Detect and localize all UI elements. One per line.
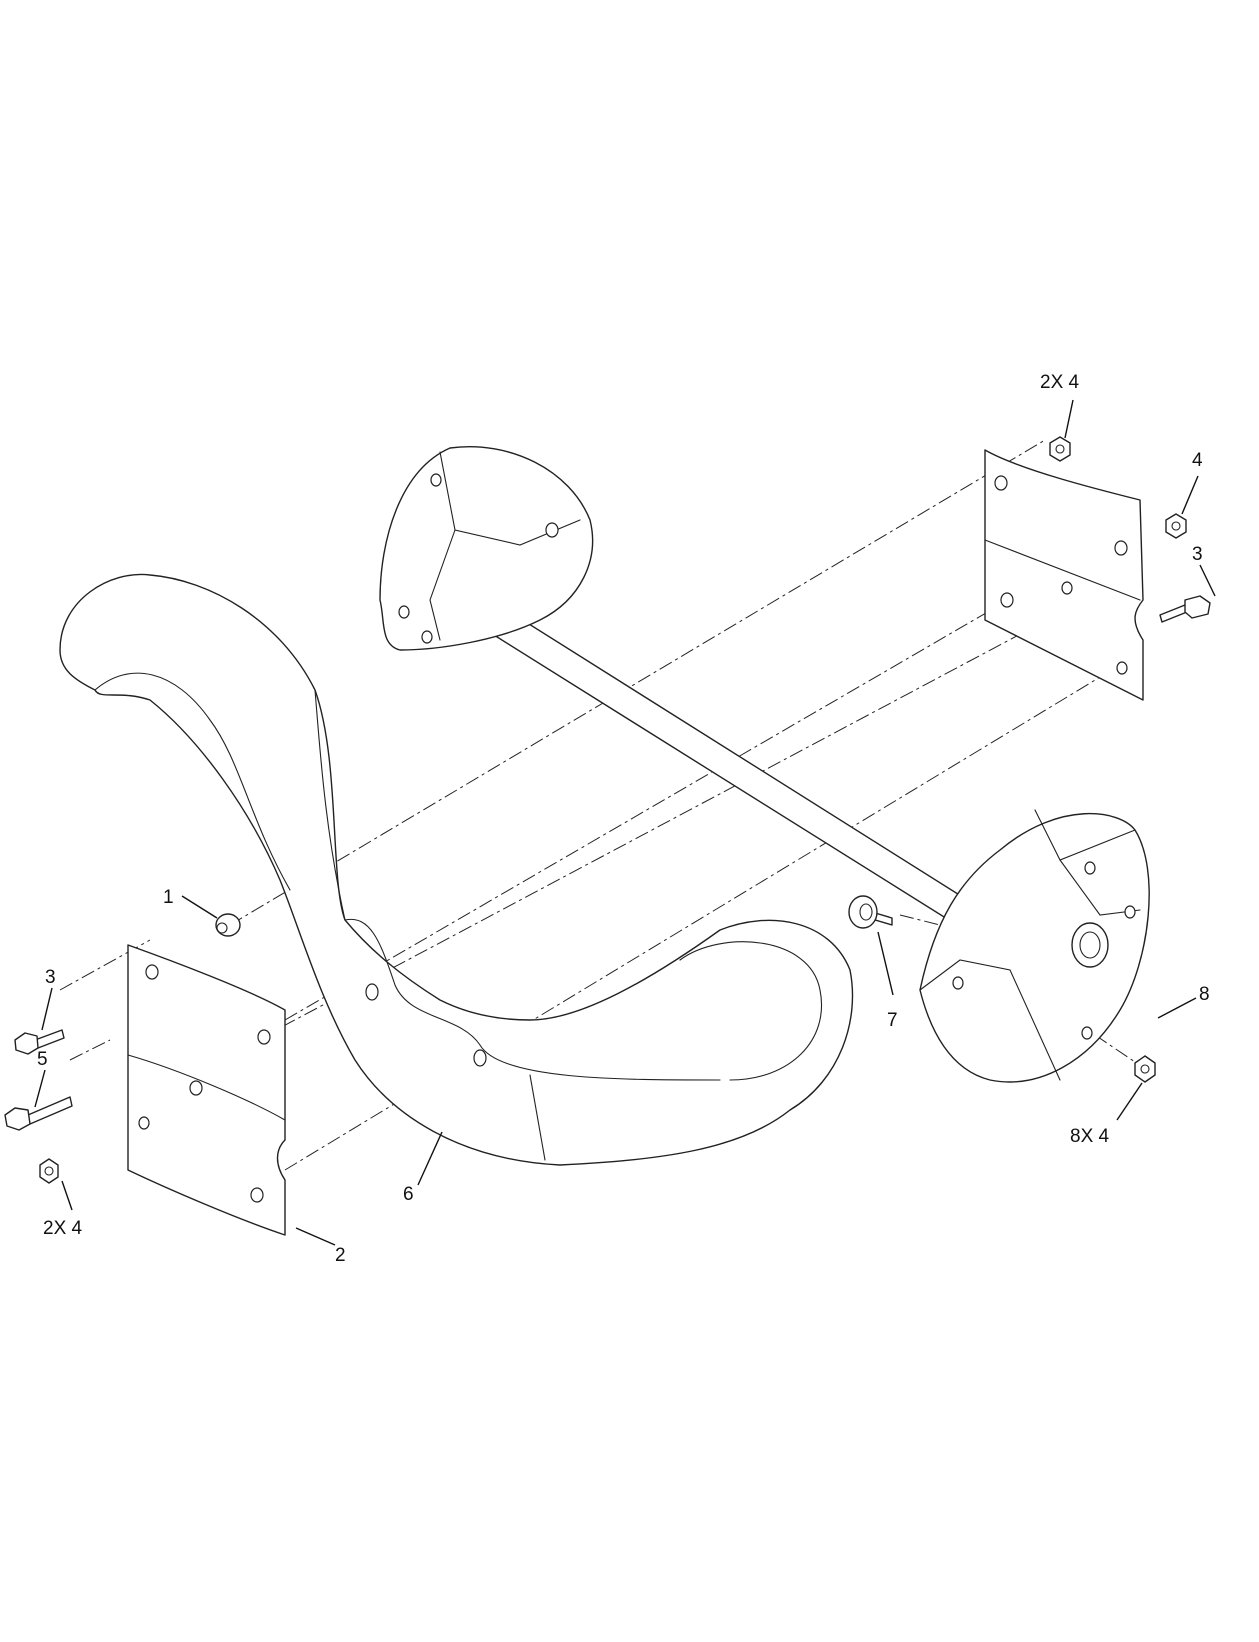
callout-6: 6 xyxy=(403,1184,414,1205)
callout-8x4: 8X 4 xyxy=(1070,1126,1110,1147)
callout-2x4-top: 2X 4 xyxy=(1040,372,1080,393)
bolt-left-part-3 xyxy=(14,1029,65,1055)
callout-3-left: 3 xyxy=(45,967,56,988)
bolt-left-part-5 xyxy=(4,1096,73,1131)
hex-nut-top-left xyxy=(1049,436,1071,462)
hex-nut-top-right xyxy=(1165,513,1187,539)
callout-8: 8 xyxy=(1199,984,1210,1005)
leader-lines xyxy=(34,399,1216,1246)
callout-1: 1 xyxy=(163,887,174,908)
callout-2: 2 xyxy=(335,1245,346,1266)
auger-plate-part-8 xyxy=(919,809,1150,1083)
right-side-plate xyxy=(984,449,1144,701)
callout-3-right: 3 xyxy=(1192,544,1203,565)
bolt-right xyxy=(1159,595,1211,623)
hex-nut-bottom-left xyxy=(39,1158,59,1184)
bearing-part-7 xyxy=(848,895,893,929)
auger-housing-part-6 xyxy=(59,573,854,1166)
spacer-part-1 xyxy=(215,913,241,937)
hex-nut-bottom-right xyxy=(1134,1055,1156,1083)
rear-auger-plate xyxy=(379,446,594,651)
callout-7: 7 xyxy=(887,1010,898,1031)
callout-2x4-bottom: 2X 4 xyxy=(43,1218,83,1239)
callout-5: 5 xyxy=(37,1049,48,1070)
left-side-plate-part-2 xyxy=(127,944,286,1236)
callout-4-right: 4 xyxy=(1192,450,1203,471)
